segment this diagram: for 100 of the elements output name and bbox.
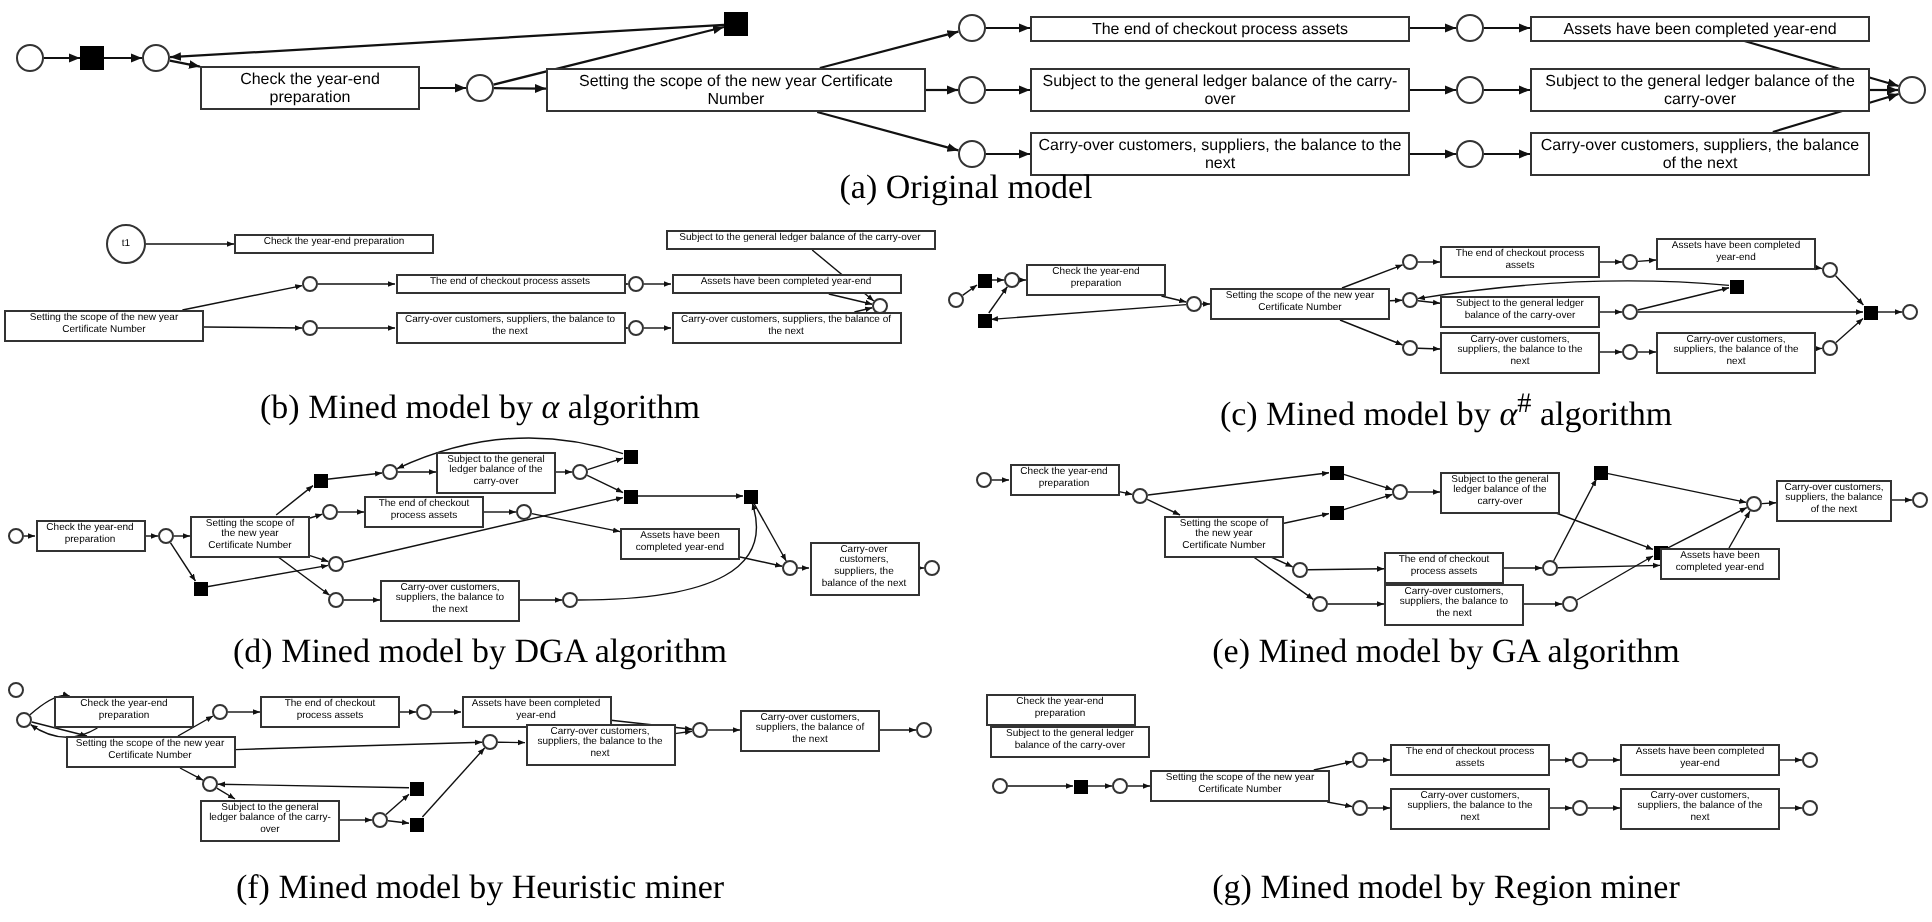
arc-arrow	[431, 709, 462, 715]
arc-arrow	[1367, 805, 1391, 811]
arc-arrow	[1549, 757, 1573, 763]
place-circle	[1572, 800, 1588, 816]
arc-arrow	[421, 747, 486, 818]
arc-arrow	[1339, 319, 1404, 346]
arc-arrow	[674, 729, 693, 735]
place-circle	[924, 560, 940, 576]
place-circle	[158, 528, 174, 544]
place-circle	[1572, 752, 1588, 768]
arc-arrow	[797, 565, 810, 571]
arc-arrow	[1410, 23, 1456, 33]
arc-arrow	[990, 303, 1187, 322]
arc-arrow	[29, 691, 71, 716]
place-circle	[1822, 340, 1838, 356]
caption-text: (c) Mined model by α$^{#}$ algorithm	[1219, 388, 1673, 436]
arc-arrow	[169, 59, 201, 69]
arc-arrow	[1599, 259, 1623, 265]
arc-arrow	[343, 496, 624, 563]
arc-arrow	[29, 723, 99, 738]
arc-arrow	[1389, 297, 1403, 304]
transition-square	[313, 473, 327, 487]
activity-box: Check the year-end preparation	[200, 66, 420, 111]
arc-arrow	[177, 715, 214, 737]
arc-arrow	[1417, 280, 1730, 301]
arc-arrow	[277, 556, 331, 596]
arc-arrow	[173, 533, 191, 539]
arc-arrow	[1814, 345, 1823, 352]
arc-arrow	[1599, 349, 1623, 355]
arc-arrow	[216, 787, 236, 800]
place-circle	[1746, 496, 1762, 512]
arc-arrow	[1484, 85, 1530, 95]
transition-square	[193, 581, 207, 595]
transition-square	[409, 817, 423, 831]
place-circle	[1802, 752, 1818, 768]
arc-arrow	[309, 513, 324, 519]
transition-square	[1329, 505, 1343, 519]
arc-arrow	[1160, 295, 1187, 304]
arc-arrow	[169, 541, 197, 582]
arc-arrow	[1761, 500, 1777, 506]
place-circle	[628, 320, 644, 336]
arc-arrow	[317, 325, 396, 331]
place-circle	[1312, 596, 1328, 612]
place-circle	[16, 44, 44, 72]
place-circle	[976, 472, 992, 488]
arc-arrow	[23, 533, 36, 539]
arc-arrow	[169, 23, 725, 61]
arc-arrow	[343, 597, 381, 603]
arc-arrow	[494, 84, 546, 93]
arc-arrow	[988, 285, 1009, 314]
arc-arrow	[275, 484, 314, 516]
place-circle	[1352, 752, 1368, 768]
place-circle	[516, 504, 532, 520]
arc-arrow	[879, 727, 917, 733]
arc-arrow	[309, 554, 330, 563]
place-circle	[1392, 484, 1408, 500]
arc-arrow	[739, 556, 783, 568]
place-circle	[1822, 262, 1838, 278]
arc-arrow	[234, 739, 483, 751]
arc-arrow	[1146, 498, 1181, 516]
place-circle	[1186, 296, 1202, 312]
arc-arrow	[145, 241, 235, 247]
transition-square	[1073, 779, 1087, 793]
caption-text: (d) Mined model by DGA algorithm	[233, 632, 727, 672]
arc-arrow	[1834, 275, 1865, 306]
arc-arrow	[317, 281, 396, 287]
arc-arrow	[1599, 309, 1623, 315]
transition-square	[1863, 305, 1877, 319]
transition-square	[743, 489, 757, 503]
arc-arrow	[1283, 512, 1330, 524]
arc-arrow	[586, 474, 624, 494]
arc-arrow	[206, 563, 329, 588]
arc-arrow	[1555, 512, 1654, 551]
place-circle	[8, 528, 24, 544]
place-circle	[1912, 492, 1928, 508]
place-circle	[1456, 76, 1484, 104]
place-circle	[372, 812, 388, 828]
place-circle	[1352, 800, 1368, 816]
place-circle	[1456, 140, 1484, 168]
arc-arrow	[1342, 473, 1394, 491]
arc-arrow	[44, 53, 80, 63]
place-circle	[1542, 560, 1558, 576]
activity-box: The end of checkout process assets	[1030, 15, 1410, 42]
arc-arrow	[1019, 277, 1027, 283]
activity-box: Carry-over customers, suppliers, the balance to the next	[1030, 132, 1410, 177]
arc-arrow	[1549, 805, 1573, 811]
place-circle	[302, 320, 318, 336]
arc-arrow	[387, 819, 410, 826]
place-circle	[782, 560, 798, 576]
place-circle	[1402, 254, 1418, 270]
transition-square	[623, 449, 637, 463]
arc-arrow	[1313, 760, 1353, 771]
arc-arrow	[493, 25, 725, 86]
arc-arrow	[483, 509, 517, 515]
place-circle	[1622, 254, 1638, 270]
arc-arrow	[181, 284, 303, 311]
place-circle	[302, 276, 318, 292]
arc-arrow	[217, 781, 410, 789]
place-circle	[1622, 304, 1638, 320]
arc-arrow	[1007, 783, 1074, 789]
